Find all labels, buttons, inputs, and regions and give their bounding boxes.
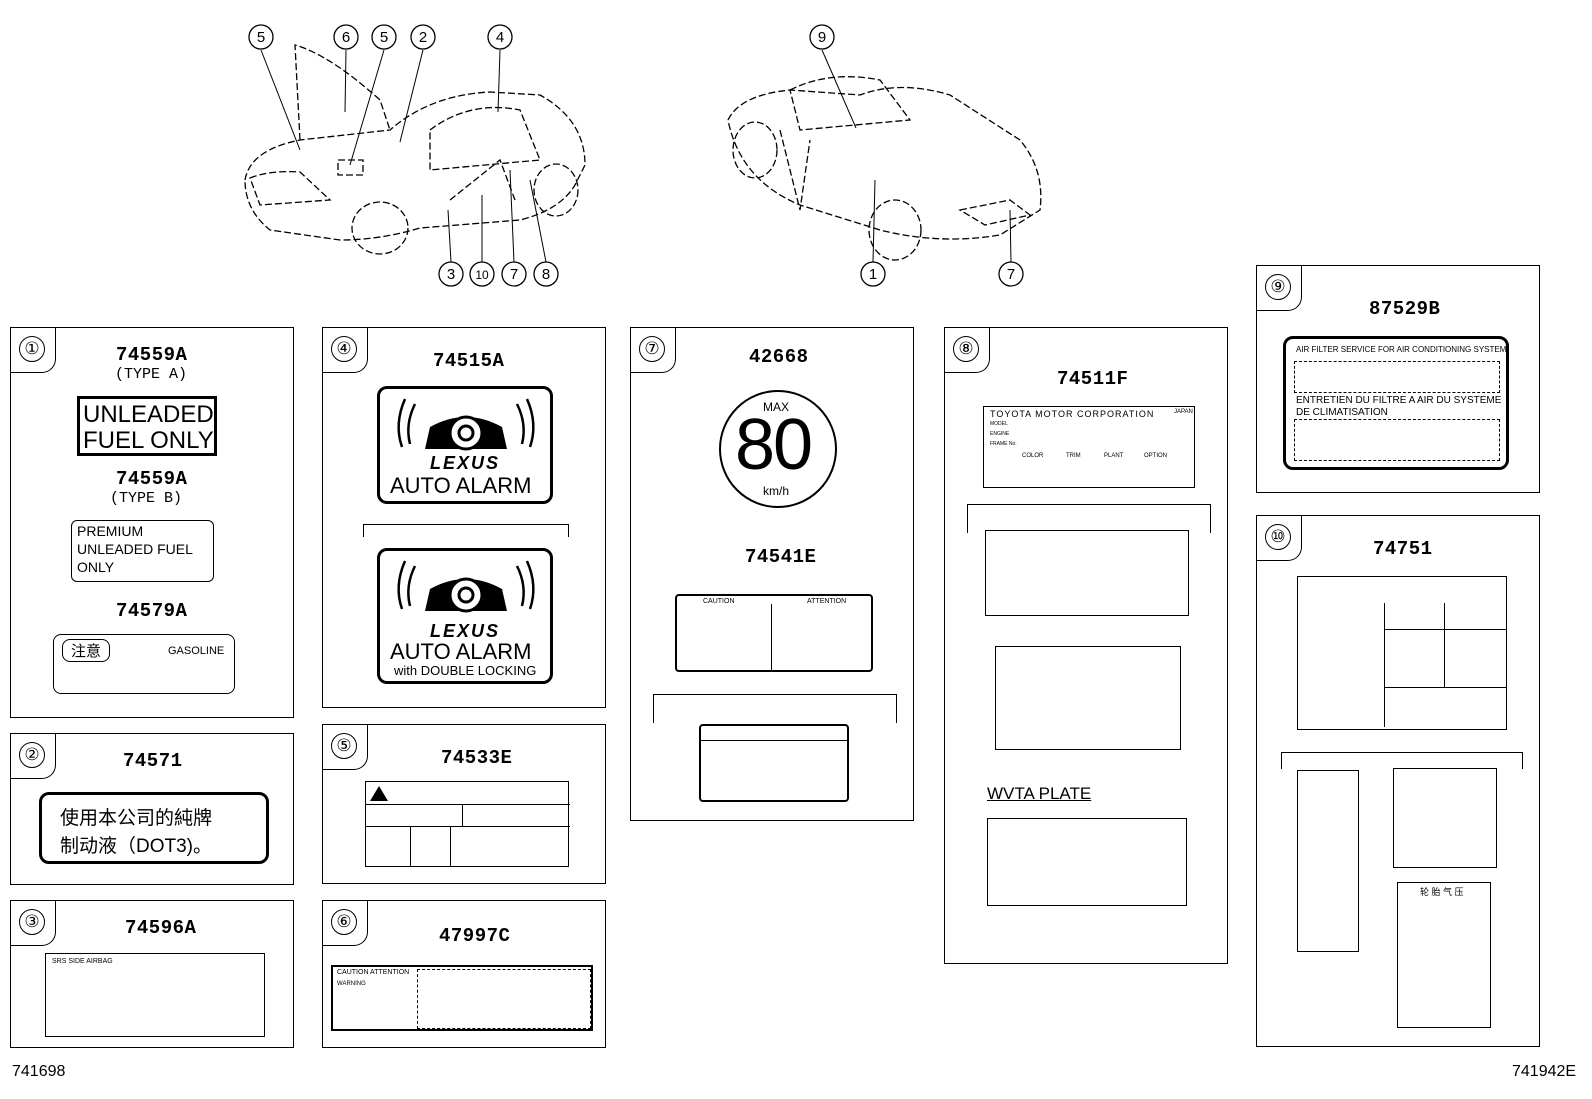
part-number: 74579A <box>116 600 188 622</box>
part-number: 74559A <box>116 468 188 490</box>
panel-10: ⑩ 74751 轮 胎 气 压 <box>1256 515 1540 1047</box>
alarm-car-icon <box>397 398 535 451</box>
panel-number: ① <box>19 336 45 362</box>
speed-limit-disc: MAX 80 km/h <box>719 390 837 508</box>
bracket <box>967 504 1211 533</box>
gasoline-label: 注意 GASOLINE <box>53 634 235 694</box>
panel-5: ⑤ 74533E <box>322 724 606 884</box>
part-number: 74596A <box>125 917 197 939</box>
panel-2: ② 74571 使用本公司的純牌 制动液（DOT3)。 <box>10 733 294 885</box>
panel-6: ⑥ 47997C CAUTION ATTENTION WARNING <box>322 900 606 1048</box>
diagram-id-left: 741698 <box>12 1063 66 1080</box>
part-number: 74571 <box>123 750 183 772</box>
type-label: (TYPE A) <box>115 366 188 383</box>
callout-9: 9 <box>818 29 826 46</box>
brake-fluid-label: 使用本公司的純牌 制动液（DOT3)。 <box>39 792 269 864</box>
callout-7b: 7 <box>1007 266 1015 283</box>
bracket <box>653 694 897 723</box>
part-number: 74541E <box>745 546 817 568</box>
callout-5b: 5 <box>380 29 388 46</box>
panel-number: ⑦ <box>639 336 665 362</box>
panel-9: ⑨ 87529B AIR FILTER SERVICE FOR AIR COND… <box>1256 265 1540 493</box>
diagram-id-right: 741942E <box>1512 1063 1577 1080</box>
bracket <box>363 524 569 537</box>
bracket <box>1281 752 1523 769</box>
part-number: 74511F <box>1057 368 1129 390</box>
panel-number: ② <box>19 742 45 768</box>
panel-7: ⑦ 42668 MAX 80 km/h 74541E CAUTION ATTEN… <box>630 327 914 821</box>
air-filter-label: AIR FILTER SERVICE FOR AIR CONDITIONING … <box>1283 336 1509 470</box>
tire-info-label <box>1393 768 1497 868</box>
panel-8: ⑧ 74511F TOYOTA MOTOR CORPORATION JAPAN … <box>944 327 1228 964</box>
part-number: 42668 <box>749 346 809 368</box>
part-number: 47997C <box>439 925 511 947</box>
callout-10: 10 <box>475 268 489 282</box>
callout-1: 1 <box>869 266 877 283</box>
unleaded-fuel-label: UNLEADED FUEL ONLY <box>77 396 217 456</box>
callout-2: 2 <box>419 29 427 46</box>
panel-number: ⑩ <box>1265 524 1291 550</box>
auto-alarm-label: LEXUS AUTO ALARM <box>377 386 553 504</box>
part-number: 74533E <box>441 747 513 769</box>
panel-number: ⑥ <box>331 909 357 935</box>
panel-number: ⑤ <box>331 733 357 759</box>
caution-label <box>699 724 849 802</box>
vin-plate: TOYOTA MOTOR CORPORATION JAPAN MODEL ENG… <box>983 406 1195 488</box>
panel-number: ⑨ <box>1265 274 1291 300</box>
part-number: 74751 <box>1373 538 1433 560</box>
part-number: 74515A <box>433 350 505 372</box>
panel-4: ④ 74515A LEXUS AUTO ALARM LEXUS AUTO ALA… <box>322 327 606 708</box>
panel-number: ③ <box>19 909 45 935</box>
tire-info-label <box>1297 770 1359 952</box>
compliance-plate <box>995 646 1181 750</box>
panel-3: ③ 74596A SRS SIDE AIRBAG <box>10 900 294 1048</box>
tire-pressure-label <box>1297 576 1507 730</box>
panel-number: ⑧ <box>953 336 979 362</box>
type-label: (TYPE B) <box>110 490 183 507</box>
warning-triangle-icon <box>370 786 388 801</box>
alarm-car-icon <box>397 560 535 613</box>
callout-3: 3 <box>447 266 455 283</box>
warning-label <box>365 781 570 867</box>
wvta-plate-title: WVTA PLATE <box>987 784 1092 803</box>
callout-5a: 5 <box>257 29 265 46</box>
caution-attention-label: CAUTION ATTENTION <box>675 594 873 672</box>
callout-7a: 7 <box>510 266 518 283</box>
part-number: 87529B <box>1369 298 1441 320</box>
tire-pressure-table: 轮 胎 气 压 <box>1397 882 1491 1028</box>
compliance-plate <box>985 530 1189 616</box>
car-front-view-illustration: 5 6 5 2 4 3 10 7 8 9 1 7 <box>244 24 1042 287</box>
callout-6: 6 <box>342 29 350 46</box>
panel-number: ④ <box>331 336 357 362</box>
part-number: 74559A <box>116 344 188 366</box>
callout-8: 8 <box>542 266 550 283</box>
callout-4: 4 <box>496 29 504 46</box>
srs-airbag-label: SRS SIDE AIRBAG <box>45 953 265 1037</box>
premium-fuel-label: PREMIUM UNLEADED FUEL ONLY <box>71 520 214 582</box>
panel-1: ① 74559A (TYPE A) UNLEADED FUEL ONLY 745… <box>10 327 294 718</box>
auto-alarm-double-locking-label: LEXUS AUTO ALARM with DOUBLE LOCKING <box>377 548 553 684</box>
wvta-plate <box>987 818 1187 906</box>
caution-attention-label: CAUTION ATTENTION WARNING <box>331 965 593 1031</box>
